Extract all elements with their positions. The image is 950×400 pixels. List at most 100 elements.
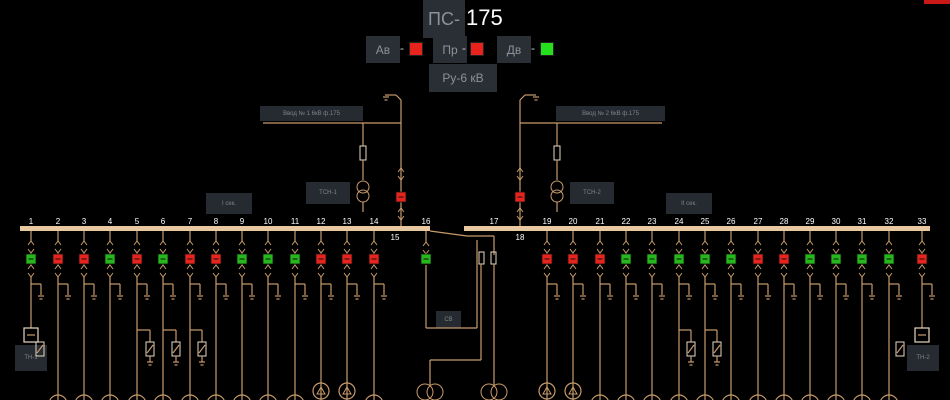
- motor-19: [538, 382, 556, 400]
- load-5: [128, 394, 146, 400]
- surge-arrester-0-mark: [146, 344, 154, 354]
- load-32: [880, 394, 898, 400]
- feeder-31-disconnect2-down: [858, 272, 866, 278]
- feeder-29-disconnect2-up: [806, 264, 814, 270]
- feeder-33-disconnect-up: [918, 240, 926, 246]
- status-block-dv[interactable]: Дв: [497, 36, 531, 63]
- feeder-2-disconnect-down: [54, 248, 62, 254]
- feeder-number-24: 24: [675, 217, 684, 226]
- bus-section-1: [20, 226, 430, 231]
- feeder-number-26: 26: [727, 217, 736, 226]
- feeder-6-disconnect-up: [159, 240, 167, 246]
- incomer-15-disconnect2-down: [397, 215, 405, 221]
- motor-12: [312, 382, 330, 400]
- feeder-32-disconnect-up: [885, 240, 893, 246]
- load-28: [775, 394, 793, 400]
- feeder-14-disconnect2-down: [370, 272, 378, 278]
- feeder-29-disconnect-down: [806, 248, 814, 254]
- meter-right-label: ТН-2: [916, 355, 930, 361]
- status-indicator-pr[interactable]: [470, 42, 484, 56]
- sv-label: СВ: [444, 316, 453, 323]
- feeder-25-disconnect-down: [701, 248, 709, 254]
- feeder-9-disconnect2-down: [238, 272, 246, 278]
- status-dash-pr: -: [462, 41, 466, 55]
- feeder-number-3: 3: [82, 217, 87, 226]
- load-25: [696, 394, 714, 400]
- tsn-2-winding-a: [550, 180, 564, 194]
- substation-prefix-block: ПС-: [423, 0, 465, 38]
- surge-arrester-4-mark: [713, 344, 721, 354]
- feeder-2-disconnect2-up: [54, 264, 62, 270]
- sv-fuse-1: [478, 251, 485, 265]
- load-3: [75, 394, 93, 400]
- feeder-12-disconnect-down: [317, 248, 325, 254]
- incomer-15-disconnect2-up: [397, 207, 405, 213]
- tsn-right-label: ТСН-2: [583, 190, 601, 196]
- meter-right-block: ТН-2: [907, 345, 939, 371]
- load-14: [365, 394, 383, 400]
- load-30: [827, 394, 845, 400]
- motor-20: [564, 382, 582, 400]
- feeder-4-disconnect2-down: [106, 272, 114, 278]
- tn-arrester-1: [895, 341, 905, 357]
- status-block-pr[interactable]: Пр: [433, 36, 467, 63]
- status-indicator-dv[interactable]: [540, 42, 554, 56]
- feeder-26-disconnect2-down: [727, 272, 735, 278]
- feeder-12-disconnect2-up: [317, 264, 325, 270]
- feeder-9-disconnect-down: [238, 248, 246, 254]
- feeder-7-disconnect2-down: [186, 272, 194, 278]
- feeder-14-disconnect2-up: [370, 264, 378, 270]
- load-11: [286, 394, 304, 400]
- feeder-11-disconnect2-down: [291, 272, 299, 278]
- feeder-number-28: 28: [780, 217, 789, 226]
- feeder-33-disconnect2-up: [918, 264, 926, 270]
- load-31: [853, 394, 871, 400]
- feeder-number-5: 5: [135, 217, 140, 226]
- feeder-23-disconnect-up: [648, 240, 656, 246]
- feeder-10-disconnect-up: [264, 240, 272, 246]
- feeder-number-9: 9: [240, 217, 245, 226]
- tsn-right-block: ТСН-2: [570, 182, 614, 204]
- tn-arrester-0: [35, 341, 45, 357]
- meter-left-block: ТН-1: [15, 345, 47, 371]
- feeder-1-disconnect2-up: [27, 264, 35, 270]
- feeder-14-disconnect-down: [370, 248, 378, 254]
- feeder-7-disconnect-down: [186, 248, 194, 254]
- feeder-10-disconnect2-down: [264, 272, 272, 278]
- feeder-number-25: 25: [701, 217, 710, 226]
- feeder-31-disconnect-down: [858, 248, 866, 254]
- feeder-number-6: 6: [161, 217, 166, 226]
- load-7: [181, 394, 199, 400]
- load-10: [259, 394, 277, 400]
- feeder-3-disconnect2-up: [80, 264, 88, 270]
- sv-disconnect-up: [422, 241, 430, 247]
- status-indicator-av[interactable]: [409, 42, 423, 56]
- feeder-number-4: 4: [108, 217, 113, 226]
- feeder-32-disconnect-down: [885, 248, 893, 254]
- motor-13-symbol: [342, 385, 352, 395]
- feeder-20-disconnect-down: [569, 248, 577, 254]
- feeder-19-disconnect-up: [543, 240, 551, 246]
- feeder-3-disconnect-up: [80, 240, 88, 246]
- status-block-av[interactable]: Ав: [366, 36, 400, 63]
- section-right-block: II сек.: [666, 193, 712, 214]
- section-left-label: I сек.: [222, 200, 236, 207]
- feeder-21-disconnect-down: [596, 248, 604, 254]
- feeder-9-disconnect2-up: [238, 264, 246, 270]
- tsn-1-winding-b: [356, 189, 370, 203]
- feeder-number-12: 12: [317, 217, 326, 226]
- load-21: [591, 394, 609, 400]
- feeder-number-22: 22: [622, 217, 631, 226]
- tsn-1-winding-a: [356, 180, 370, 194]
- corner-indicator: [924, 0, 950, 4]
- motor-13: [338, 382, 356, 400]
- feeder-13-disconnect2-down: [343, 272, 351, 278]
- tsn-2-winding-b: [550, 189, 564, 203]
- motor-12-symbol: [316, 385, 326, 395]
- feeder-22-disconnect2-up: [622, 264, 630, 270]
- load-24: [670, 394, 688, 400]
- feeder-20-disconnect2-up: [569, 264, 577, 270]
- incomer-number-18: 18: [516, 233, 525, 242]
- feeder-21-disconnect-up: [596, 240, 604, 246]
- feeder-number-14: 14: [370, 217, 379, 226]
